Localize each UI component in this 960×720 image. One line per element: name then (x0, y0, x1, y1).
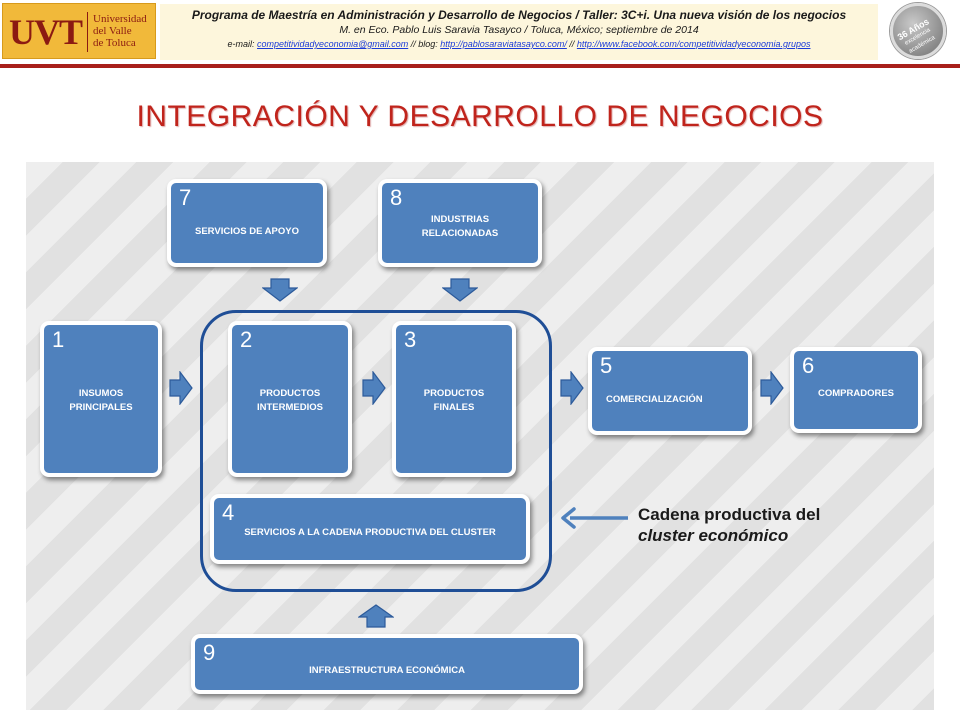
box-number: 3 (404, 327, 417, 352)
arrow-left-icon (561, 507, 628, 529)
arrow-down-icon (442, 278, 478, 302)
contact-line: e-mail: competitividadyeconomia@gmail.co… (160, 39, 878, 49)
logo-divider (87, 12, 88, 52)
logo-line: de Toluca (93, 37, 136, 49)
author-line: M. en Eco. Pablo Luis Saravia Tasayco / … (339, 24, 699, 36)
box-number: 7 (179, 185, 192, 210)
badge-text: 36 Años excelencia académica (890, 13, 947, 61)
slide-title: INTEGRACIÓN Y DESARROLLO DE NEGOCIOS (136, 100, 824, 133)
logo-mark: UVT (9, 12, 83, 52)
facebook-link[interactable]: http://www.facebook.com/competitividadye… (576, 39, 811, 49)
blog-label: // blog: (408, 39, 441, 49)
logo-text: Universidad del Valle de Toluca (93, 13, 157, 49)
box-number: 8 (390, 185, 403, 210)
arrow-up-icon (358, 604, 394, 628)
box-label: COMERCIALIZACIÓN (606, 394, 703, 405)
arrow-down-icon (262, 278, 298, 302)
box-number: 5 (600, 353, 613, 378)
link-separator: // (566, 39, 577, 49)
box-comercializacion: 5 COMERCIALIZACIÓN (588, 347, 752, 435)
header-divider (0, 64, 960, 68)
email-label: e-mail: (227, 39, 258, 49)
box-servicios-de-apoyo: 7 SERVICIOS DE APOYO (167, 179, 327, 267)
box-number: 9 (203, 640, 216, 665)
box-label: INDUSTRIAS RELACIONADAS (421, 214, 499, 239)
box-label: COMPRADORES (817, 388, 894, 399)
box-number: 2 (240, 327, 253, 352)
arrow-right-icon (760, 371, 784, 405)
caption-line-1: Cadena productiva del (638, 505, 821, 524)
program-title: Programa de Maestría en Administración y… (191, 8, 847, 22)
box-servicios-cadena-productiva: 4 SERVICIOS A LA CADENA PRODUCTIVA DEL C… (210, 494, 530, 564)
box-infraestructura-economica: 9 INFRAESTRUCTURA ECONÓMICA (191, 634, 583, 694)
box-productos-finales: 3 PRODUCTOS FINALES (392, 321, 516, 477)
box-compradores: 6 COMPRADORES (790, 347, 922, 433)
anniversary-badge: 36 Años excelencia académica (890, 3, 946, 59)
box-industrias-relacionadas: 8 INDUSTRIAS RELACIONADAS (378, 179, 542, 267)
box-label: INFRAESTRUCTURA ECONÓMICA (309, 665, 465, 676)
box-number: 6 (802, 353, 815, 378)
diagram-caption: Cadena productiva del cluster económico (638, 504, 820, 546)
header-info: Programa de Maestría en Administración y… (160, 4, 878, 60)
box-productos-intermedios: 2 PRODUCTOS INTERMEDIOS (228, 321, 352, 477)
email-link[interactable]: competitividadyeconomia@gmail.com (257, 39, 409, 49)
box-label: SERVICIOS DE APOYO (195, 226, 299, 237)
arrow-right-icon (362, 371, 386, 405)
box-number: 4 (222, 500, 235, 525)
slide-header: UVT Universidad del Valle de Toluca Prog… (0, 0, 960, 64)
cluster-frame (200, 310, 552, 592)
box-insumos-principales: 1 INSUMOS PRINCIPALES (40, 321, 162, 477)
arrow-right-icon (560, 371, 584, 405)
arrow-right-icon (169, 371, 193, 405)
logo-line: del Valle (93, 25, 132, 37)
university-logo: UVT Universidad del Valle de Toluca (2, 3, 156, 59)
box-number: 1 (52, 327, 65, 352)
blog-link[interactable]: http://pablosaraviatasayco.com/ (440, 39, 567, 49)
cluster-diagram: 7 SERVICIOS DE APOYO 8 INDUSTRIAS RELACI… (26, 162, 934, 710)
caption-line-2: cluster económico (638, 526, 789, 545)
box-label: SERVICIOS A LA CADENA PRODUCTIVA DEL CLU… (244, 527, 496, 538)
box-label: PRODUCTOS FINALES (423, 388, 485, 413)
box-label: PRODUCTOS INTERMEDIOS (257, 388, 323, 413)
box-label: INSUMOS PRINCIPALES (69, 388, 133, 413)
logo-line: Universidad (93, 13, 147, 25)
